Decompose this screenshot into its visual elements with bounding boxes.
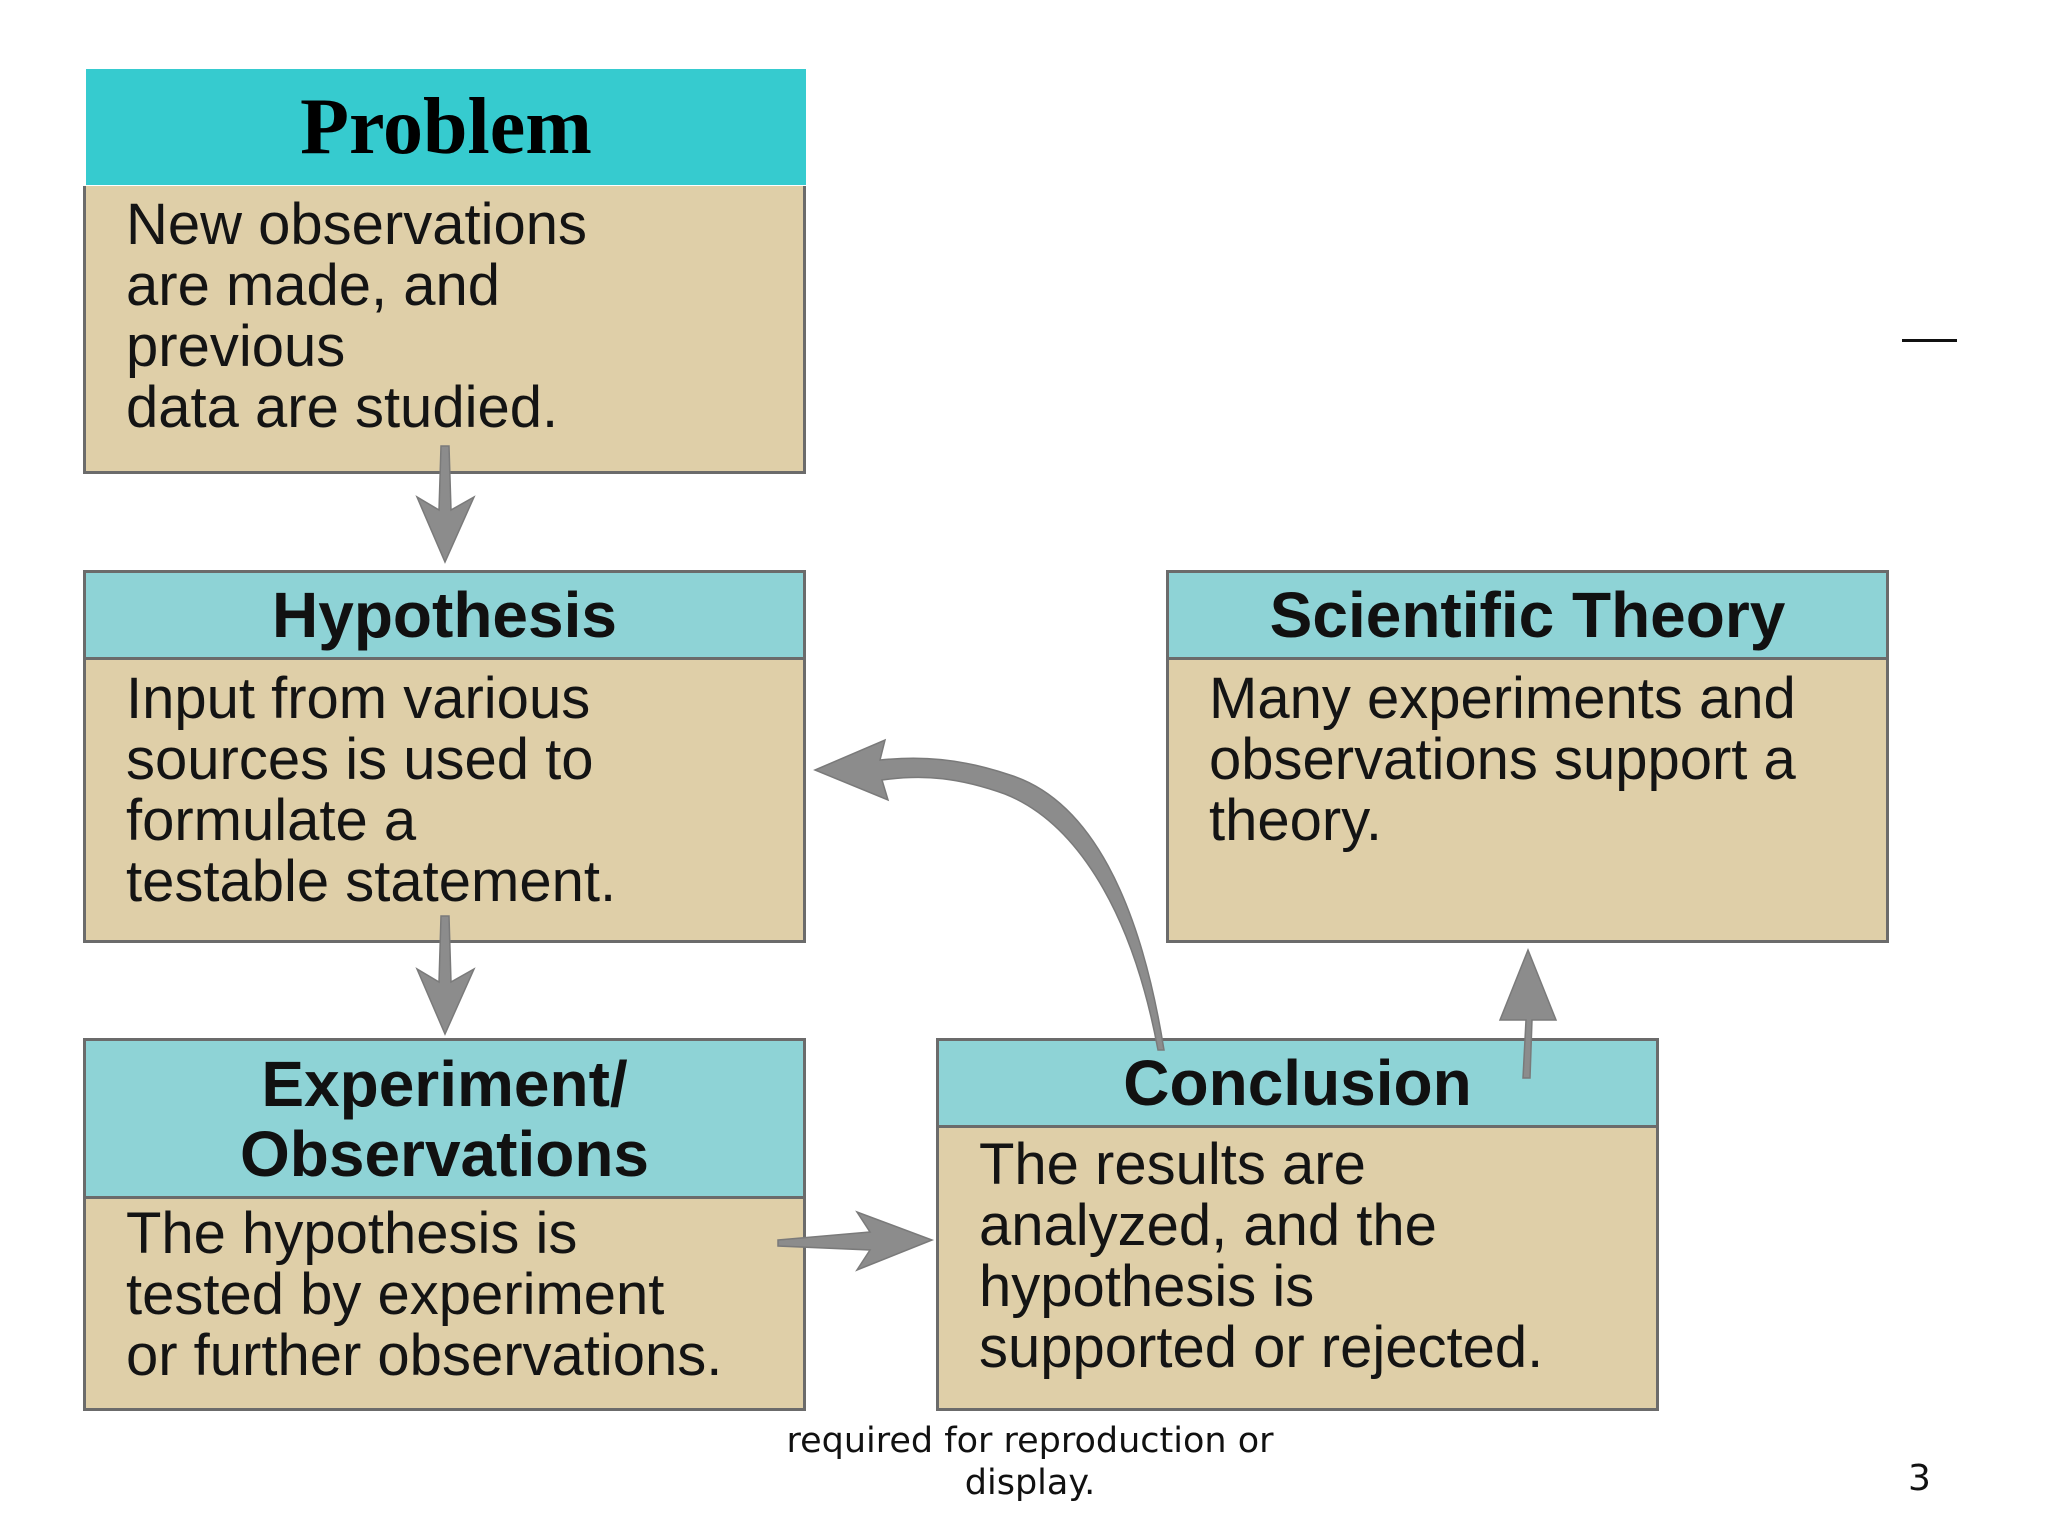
problem-box: New observations are made, and previous … (83, 186, 806, 474)
experiment-box: Experiment/ Observations The hypothesis … (83, 1038, 806, 1411)
hypothesis-text: Input from various sources is used to fo… (126, 666, 617, 914)
arrow-problem-to-hypothesis (415, 445, 476, 564)
conclusion-box: Conclusion The results are analyzed, and… (936, 1038, 1659, 1411)
arrow-experiment-to-conclusion (777, 1210, 935, 1272)
experiment-title: Experiment/ Observations (86, 1041, 803, 1199)
dash-mark (1902, 339, 1957, 342)
scientific-theory-title: Scientific Theory (1169, 573, 1886, 660)
footer-note: required for reproduction or display. (786, 1421, 1274, 1503)
experiment-text: The hypothesis is tested by experiment o… (126, 1201, 723, 1388)
conclusion-text: The results are analyzed, and the hypoth… (979, 1132, 1544, 1380)
arrow-hypothesis-to-experiment (415, 915, 476, 1036)
problem-text: New observations are made, and previous … (126, 192, 587, 440)
hypothesis-title: Hypothesis (86, 573, 803, 660)
page-number: 3 (1908, 1458, 1931, 1499)
arrow-conclusion-to-hypothesis (813, 738, 1165, 1051)
scientific-theory-box: Scientific Theory Many experiments and o… (1166, 570, 1889, 943)
hypothesis-box: Hypothesis Input from various sources is… (83, 570, 806, 943)
problem-title: Problem (86, 69, 806, 185)
scientific-theory-text: Many experiments and observations suppor… (1209, 666, 1796, 853)
arrow-conclusion-to-theory (1498, 947, 1558, 1079)
conclusion-title: Conclusion (939, 1041, 1656, 1128)
